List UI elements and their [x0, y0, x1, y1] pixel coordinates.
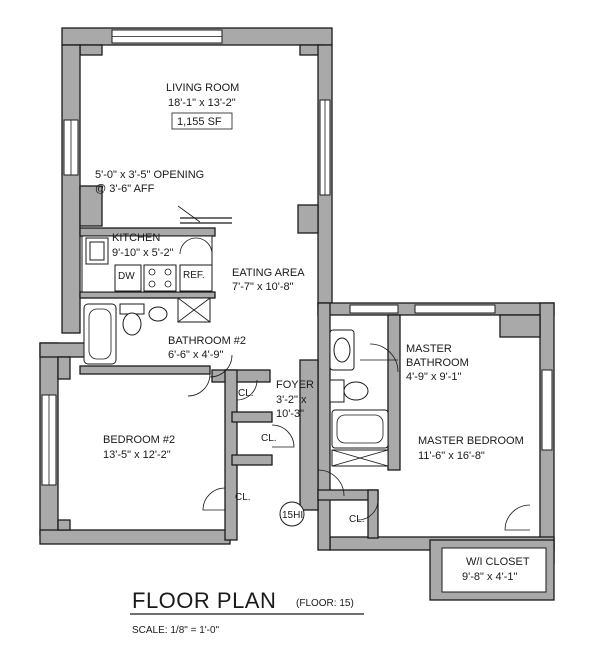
eating-area-dims: 7'-7" x 10'-8" — [232, 281, 294, 293]
master-bedroom-name: MASTER BEDROOM — [418, 435, 524, 447]
window — [414, 304, 496, 314]
closet-label: CL. — [235, 492, 251, 503]
wall-closet — [231, 454, 273, 466]
wi-closet-floor — [441, 547, 547, 593]
room-labels: LIVING ROOM 18'-1" x 13'-2" 1,155 SF 5'-… — [95, 82, 530, 583]
closet-door-swing — [271, 424, 295, 448]
walk-in-closet-dims: 9'-8" x 4'-1" — [462, 571, 518, 583]
toilet-bowl — [343, 381, 369, 401]
closet-door-swing — [504, 504, 531, 531]
area-box — [171, 112, 233, 130]
lavatory — [333, 337, 351, 363]
toilet-bowl — [122, 312, 142, 336]
master-bedroom-dims: 11'-6" x 16'-8" — [418, 450, 485, 462]
wall-column — [499, 314, 541, 338]
bedroom-2-dims: 13'-5" x 12'-2" — [103, 449, 171, 461]
bathroom-2-name: BATHROOM #2 — [168, 335, 246, 347]
windows — [41, 29, 553, 486]
bathtub-inner — [88, 308, 112, 360]
unit-number: 15HI — [282, 510, 303, 521]
foyer-dims-2: 10'-3" — [276, 408, 304, 420]
wall-master-left — [317, 302, 331, 551]
closet-label: CL. — [238, 388, 254, 399]
door-swing — [209, 354, 233, 378]
sink-basin — [89, 241, 105, 261]
scale-note: SCALE: 1/8" = 1'-0" — [132, 625, 220, 636]
window — [541, 369, 553, 451]
wall-master-bath-right — [387, 314, 401, 471]
living-room-area: 1,155 SF — [177, 116, 222, 128]
closet-door-swing — [236, 379, 258, 401]
wall-kitchen-bath — [79, 291, 216, 299]
kitchen-fixtures: DW REF. — [81, 205, 232, 293]
bathtub — [83, 303, 117, 365]
lavatory — [148, 306, 168, 322]
dishwasher — [114, 264, 142, 292]
dishwasher-label: DW — [118, 271, 135, 282]
wall-corner-column — [79, 44, 103, 56]
door-swing — [187, 373, 211, 397]
master-bathroom-name-2: BATHROOM — [406, 357, 469, 369]
master-bath-fixtures — [329, 329, 399, 467]
door-swing — [369, 343, 399, 373]
closet-label: CL. — [349, 514, 365, 525]
title-block: FLOOR PLAN (FLOOR: 15) SCALE: 1/8" = 1'-… — [130, 588, 364, 636]
bathroom-2-dims: 6'-6" x 4'-9" — [168, 349, 224, 361]
window — [349, 304, 399, 314]
burner — [148, 268, 156, 276]
wall-pier — [79, 185, 103, 227]
wall-closet — [231, 411, 273, 423]
kitchen-name: KITCHEN — [112, 232, 160, 244]
burner — [148, 280, 156, 288]
doors: 15HI — [202, 354, 531, 531]
range — [143, 264, 177, 292]
floor-number: (FLOOR: 15) — [296, 598, 354, 609]
bedroom-2-name: BEDROOM #2 — [103, 434, 175, 446]
opening-note: 5'-0" x 3'-5" OPENING — [95, 169, 204, 181]
bath2-fixtures — [83, 297, 211, 397]
master-bathroom-dims: 4'-9" x 9'-1" — [406, 371, 462, 383]
wall-living-left — [61, 44, 81, 334]
plan-title: FLOOR PLAN — [132, 588, 276, 613]
refrigerator — [179, 264, 213, 292]
bathtub-inner — [336, 414, 384, 444]
living-room-name: LIVING ROOM — [166, 82, 239, 94]
eating-area-name: EATING AREA — [232, 267, 305, 279]
burner — [164, 268, 172, 276]
closet-door-swing — [357, 499, 379, 521]
closet-door-swing — [202, 487, 226, 511]
opening-note-height: @ 3'-6" AFF — [95, 183, 155, 195]
kitchen-dims: 9'-10" x 5'-2" — [112, 247, 174, 259]
foyer-dims: 3'-2" x — [276, 394, 307, 406]
toilet-tank — [329, 379, 345, 403]
living-room-dims: 18'-1" x 13'-2" — [168, 97, 236, 109]
pantry-door-swing — [179, 237, 213, 255]
refrigerator-label: REF. — [183, 270, 205, 281]
wall-bed2-bottom — [39, 529, 231, 545]
foyer-name: FOYER — [276, 379, 314, 391]
walk-in-closet-name: W/I CLOSET — [466, 556, 530, 568]
bathtub — [331, 409, 389, 449]
burner — [164, 280, 172, 288]
wall-closet — [367, 489, 379, 539]
wall-column — [57, 519, 71, 531]
wall-foyer-right — [299, 359, 319, 511]
leader-line — [177, 205, 201, 223]
unit-marker — [279, 501, 305, 527]
wall-closet — [211, 369, 271, 383]
wall-bath2-bottom — [79, 365, 211, 375]
closet-label: CL. — [261, 433, 277, 444]
wall-pier — [297, 204, 319, 234]
wall-column — [57, 356, 71, 380]
master-bathroom-name: MASTER — [406, 343, 452, 355]
entry-door-swing — [317, 469, 345, 497]
